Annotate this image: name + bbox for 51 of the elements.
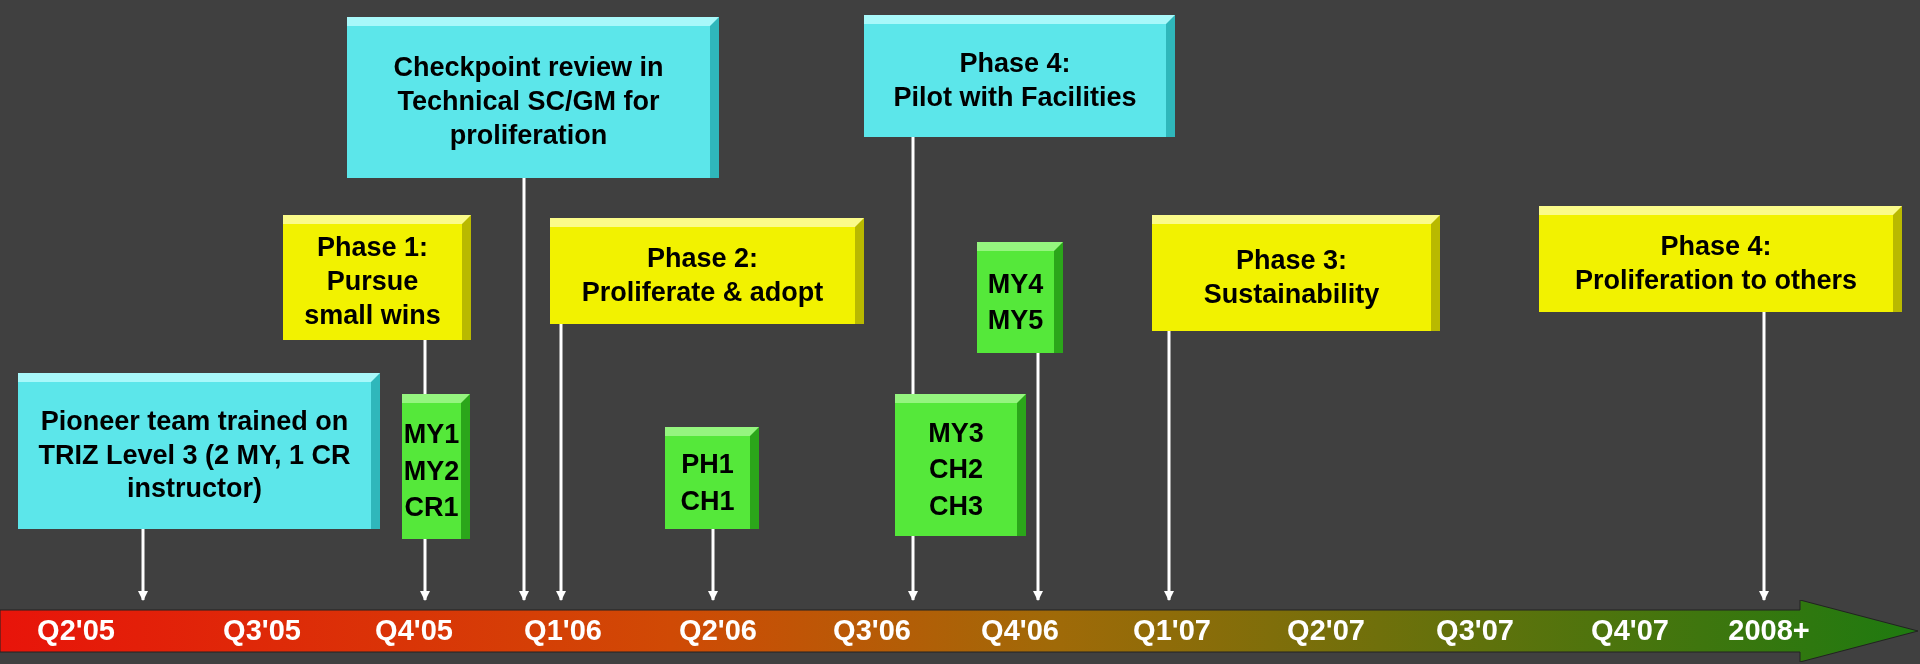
milestone-box (18, 373, 380, 529)
arrow (519, 178, 529, 601)
box-heading: Phase 3: (1235, 243, 1348, 277)
box-text: Pursue small wins (303, 265, 442, 332)
arrow (1759, 312, 1769, 601)
quarter-label: Q4'05 (375, 614, 453, 647)
arrow (556, 324, 566, 601)
milestone-box (864, 15, 1175, 137)
box-text: Proliferate & adopt (581, 275, 824, 309)
quarter-label: Q1'07 (1133, 614, 1211, 647)
quarter-label: Q4'06 (981, 614, 1059, 647)
site-box (665, 427, 759, 529)
box-text: MY3 CH2 CH3 (927, 416, 985, 523)
quarter-label: Q1'06 (524, 614, 602, 647)
quarter-label: Q4'07 (1591, 614, 1669, 647)
box-heading: Phase 1: (316, 231, 429, 265)
phase-box (1152, 215, 1440, 331)
quarter-label: 2008+ (1728, 614, 1810, 647)
site-box (977, 242, 1063, 353)
arrow (1033, 353, 1043, 601)
box-text: MY4 MY5 (986, 267, 1045, 337)
quarter-label: Q2'07 (1287, 614, 1365, 647)
arrow (708, 529, 718, 601)
box-text: Proliferation to others (1575, 263, 1857, 297)
quarter-label: Q3'07 (1436, 614, 1514, 647)
box-heading: Phase 4: (959, 46, 1071, 80)
box-text: PH1 CH1 (679, 448, 736, 518)
quarter-label: Q3'05 (223, 614, 301, 647)
phase-box (1539, 206, 1902, 312)
arrow (420, 539, 430, 601)
box-heading: Phase 2: (646, 241, 759, 275)
arrow (908, 536, 918, 601)
milestone-box (347, 17, 719, 178)
quarter-label: Q2'06 (679, 614, 757, 647)
connector-line (423, 340, 427, 394)
timeline-arrow (0, 600, 1920, 662)
connector-line (911, 137, 915, 394)
quarter-label: Q3'06 (833, 614, 911, 647)
box-text: Sustainability (1203, 277, 1380, 311)
box-text: Checkpoint review in Technical SC/GM for proliferation (392, 51, 665, 152)
arrow (138, 529, 148, 601)
box-heading: Phase 4: (1660, 229, 1772, 263)
box-text: MY1 MY2 CR1 (403, 418, 460, 525)
phase-box (550, 218, 864, 324)
box-text: Pilot with Facilities (893, 80, 1137, 114)
box-text: Pioneer team trained on TRIZ Level 3 (2 MY, 1 CR instructor) (37, 404, 352, 506)
phase-box (283, 215, 471, 340)
site-box (402, 394, 470, 539)
arrow (1164, 331, 1174, 601)
quarter-label: Q2'05 (37, 614, 115, 647)
site-box (895, 394, 1026, 536)
